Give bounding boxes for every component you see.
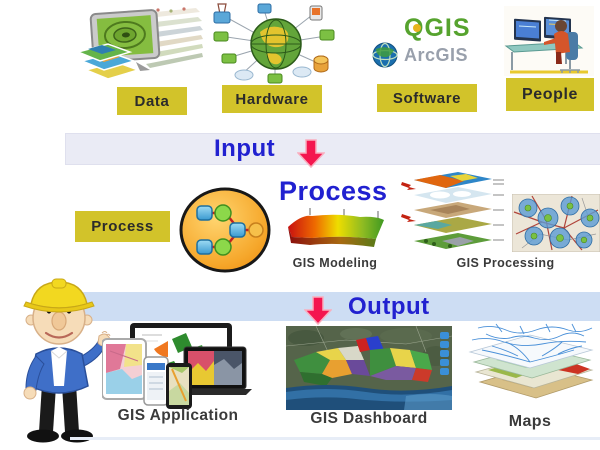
model-builder-icon [179, 187, 271, 273]
label-process: Process [75, 211, 170, 242]
gis-modeling-illustration [288, 208, 384, 247]
buffer-map-illustration [512, 194, 600, 252]
tablet-icon [102, 338, 147, 400]
stack-layers [414, 172, 492, 249]
input-band-label: Input [214, 135, 276, 162]
phone-icons [143, 356, 192, 409]
label-hardware: Hardware [222, 85, 322, 113]
gis-dashboard-caption: GIS Dashboard [310, 410, 428, 427]
label-people: People [506, 78, 594, 111]
laptop-icon [178, 346, 252, 395]
people-illustration [504, 6, 594, 76]
output-band-label: Output [348, 292, 430, 320]
gis-modeling-caption: GIS Modeling [292, 256, 378, 270]
stack-arrows [401, 182, 416, 222]
gis-processing-caption: GIS Processing [456, 256, 555, 270]
label-software: Software [377, 84, 477, 112]
maps-illustration [468, 323, 594, 399]
hard-hat-icon [23, 278, 95, 313]
device-nodes [213, 3, 335, 84]
layer-stack-illustration [401, 172, 504, 249]
model-nodes [196, 204, 264, 256]
map-layers-icon [76, 43, 141, 80]
label-data: Data [117, 87, 187, 115]
output-band: Output [72, 292, 600, 325]
river-network [471, 323, 593, 363]
globe-icon [250, 18, 302, 70]
stack-annotations [493, 179, 504, 241]
worker-character [23, 278, 111, 443]
arcgis-logo-text: ArcGIS [404, 44, 469, 65]
label-process-text: Process [91, 218, 154, 235]
hardware-illustration [213, 3, 335, 84]
landuse-polygons [294, 336, 432, 386]
person-icon [544, 20, 580, 73]
software-illustration: QGIS ArcGIS [372, 14, 496, 78]
down-arrow-icon [297, 139, 326, 169]
label-data-text: Data [134, 92, 170, 110]
label-hardware-text: Hardware [235, 90, 309, 108]
data-illustration [76, 7, 203, 80]
gis-application-caption: GIS Application [117, 407, 239, 424]
arcgis-logo: ArcGIS [372, 42, 468, 68]
buffer-circles [518, 196, 600, 249]
map-buttons [440, 332, 449, 375]
label-people-text: People [521, 85, 579, 103]
maps-caption: Maps [508, 413, 552, 430]
gis-dashboard-illustration [286, 326, 452, 410]
input-band: Input [65, 133, 600, 169]
process-title: Process [279, 176, 388, 206]
down-arrow-icon [304, 295, 332, 325]
bottom-divider [70, 437, 600, 440]
arcgis-globe-icon [372, 42, 398, 68]
qgis-dot [413, 24, 421, 32]
label-software-text: Software [392, 89, 462, 107]
gis-application-illustration [102, 323, 252, 409]
